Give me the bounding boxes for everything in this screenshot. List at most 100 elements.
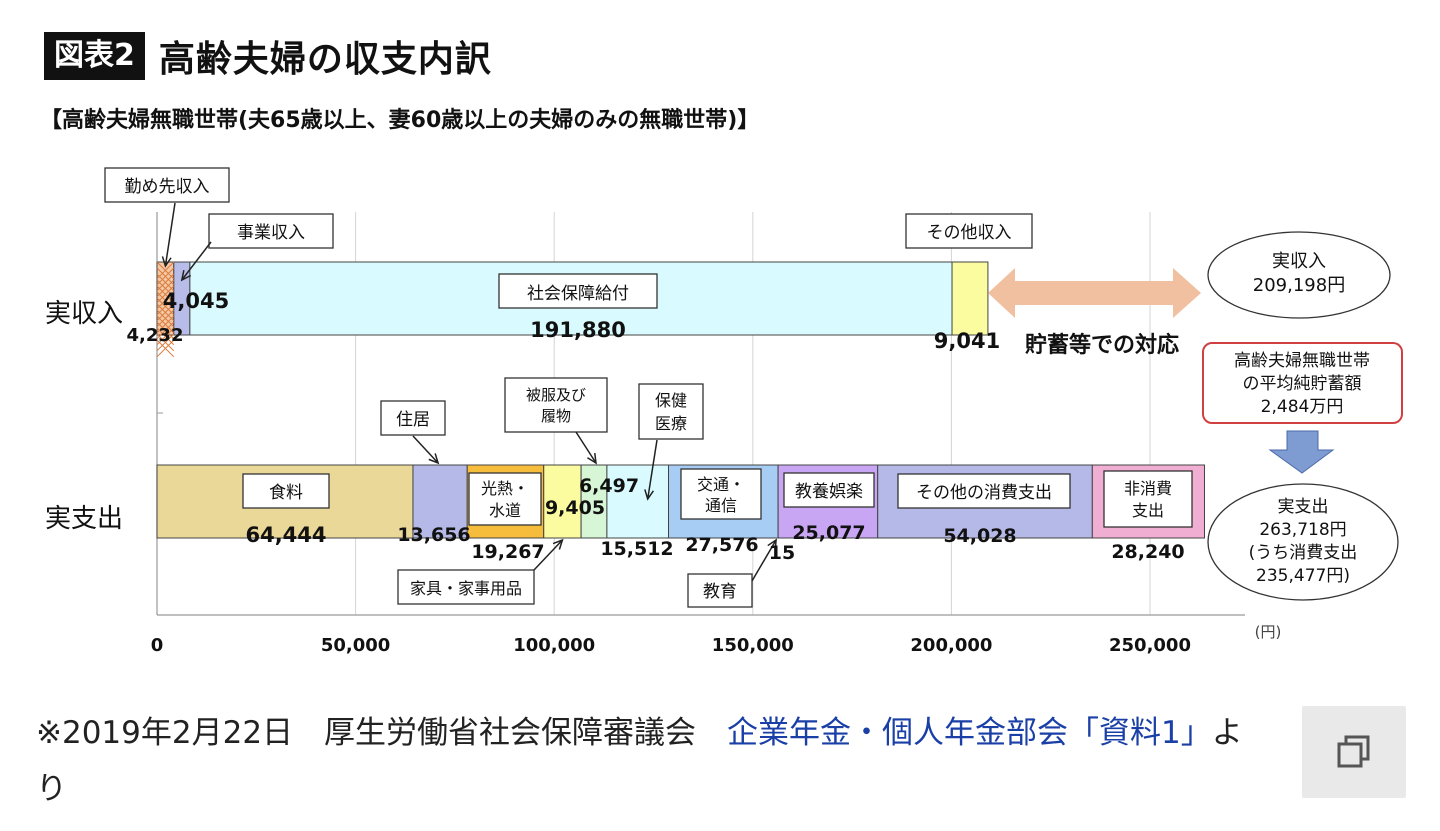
callout-arrow-head	[767, 538, 777, 551]
bar-segment	[580, 464, 608, 539]
segment-name-label: 医療	[655, 414, 687, 433]
callout-box	[397, 569, 535, 605]
segment-name-label: 履物	[541, 407, 571, 425]
x-tick-label: 100,000	[513, 635, 595, 656]
gap-text: 貯蓄等での対応	[1025, 332, 1179, 358]
down-arrow	[1268, 430, 1335, 474]
callout-arrow-head	[161, 256, 172, 268]
segment-name-label: 勤め先収入	[125, 177, 210, 197]
source-note: ※2019年2月22日 厚生労働省社会保障審議会 企業年金・個人年金部会「資料1…	[36, 705, 1266, 817]
hatch-line	[156, 333, 175, 352]
hatch-line	[156, 267, 175, 286]
callout-box	[380, 400, 446, 436]
income-expense-chart: 0 50,000 100,000 150,000 200,000 250,000 (円) 実収…	[45, 167, 1403, 656]
hatch-line	[156, 297, 175, 316]
hatch-line	[156, 309, 175, 328]
segment-name-label: 支出	[1132, 501, 1164, 520]
bar-segment	[543, 464, 582, 539]
bar-segment	[951, 261, 989, 336]
source-suffix: より	[36, 715, 1243, 807]
hatch-line	[156, 273, 175, 292]
segment-name-label: 水道	[489, 501, 521, 520]
callout-arrow-head	[644, 489, 655, 501]
callout-box	[638, 383, 704, 440]
figure-header: 図表2 高齢夫婦の収支内訳	[44, 30, 492, 82]
segment-value-label: 9,041	[934, 329, 1000, 353]
source-prefix: ※2019年2月22日 厚生労働省社会保障審議会	[36, 715, 728, 751]
segment-value-label: 15	[769, 542, 795, 564]
segment-value-label: 64,444	[245, 523, 326, 547]
callout-arrow	[181, 241, 212, 281]
callout-arrow-head	[428, 453, 440, 465]
copy-icon	[1337, 735, 1370, 768]
expense-total-line: 実支出	[1278, 497, 1329, 517]
segment-value-label: 15,512	[600, 538, 673, 560]
segment-name-label: 保健	[655, 391, 687, 410]
income-total-ellipse	[1207, 231, 1391, 319]
segment-name-box	[1103, 470, 1193, 528]
callout-arrow	[412, 435, 439, 464]
callout-arrow-head	[180, 270, 192, 282]
segment-value-label: 25,077	[792, 522, 865, 544]
segment-name-box	[783, 472, 875, 508]
segment-name-box	[468, 472, 542, 526]
segment-name-label: 教養娯楽	[795, 482, 863, 502]
segment-value-label: 27,576	[685, 534, 758, 556]
hatch-line	[156, 315, 175, 334]
segment-name-label: 事業収入	[237, 223, 305, 243]
savings-line: の平均純貯蓄額	[1243, 374, 1362, 394]
segment-name-label: 社会保障給付	[527, 284, 629, 304]
figure-subtitle: 【高齢夫婦無職世帯(夫65歳以上、妻60歳以上の夫婦のみの無職世帯)】	[40, 108, 760, 133]
hatch-line	[156, 327, 175, 346]
income-total-label: 実収入	[1272, 251, 1326, 272]
hatch-line	[156, 291, 175, 310]
bar-segment	[606, 464, 670, 539]
bar-segment	[412, 464, 468, 539]
copy-button[interactable]	[1302, 706, 1406, 798]
callout-arrow	[646, 439, 658, 500]
x-tick-label: 200,000	[910, 635, 992, 656]
segment-value-label: 4,045	[163, 289, 229, 313]
segment-name-label: 被服及び	[526, 386, 586, 404]
callout-arrow	[751, 539, 777, 582]
callout-arrow	[575, 431, 597, 464]
expense-total-line: (うち消費支出	[1249, 543, 1358, 563]
hatch-line	[156, 303, 175, 322]
segment-name-label: 光熱・	[481, 479, 529, 498]
x-tick-label: 250,000	[1109, 635, 1191, 656]
hatch-line	[156, 285, 175, 304]
hatch-line	[156, 261, 175, 280]
segment-name-label: 食料	[269, 483, 303, 503]
savings-box	[1202, 342, 1403, 424]
unit-label: (円)	[1255, 623, 1282, 641]
segment-name-label: 通信	[705, 496, 737, 515]
segment-name-label: 非消費	[1124, 479, 1172, 498]
segment-name-label: 住居	[396, 410, 430, 430]
row-label: 実支出	[45, 504, 123, 534]
segment-name-label: その他収入	[927, 223, 1012, 243]
segment-name-label: 家具・家事用品	[410, 579, 522, 598]
segment-name-label: 交通・	[697, 475, 745, 494]
callout-box	[687, 573, 753, 608]
income-total-value: 209,198円	[1253, 275, 1345, 296]
callout-box	[905, 213, 1033, 249]
segment-value-label: 9,405	[545, 497, 605, 519]
gap-double-arrow	[988, 268, 1201, 318]
expense-total-ellipse	[1207, 483, 1399, 601]
segment-value-label: 191,880	[530, 318, 626, 342]
x-tick-label: 50,000	[321, 635, 390, 656]
segment-value-label: 4,232	[127, 325, 184, 346]
savings-line: 高齢夫婦無職世帯	[1234, 351, 1370, 371]
x-tick-label: 150,000	[712, 635, 794, 656]
savings-line: 2,484万円	[1261, 397, 1344, 417]
hatch-line	[156, 339, 175, 358]
segment-value-label: 13,656	[397, 524, 470, 546]
x-tick-label: 0	[151, 635, 164, 656]
segment-name-label: その他の消費支出	[916, 483, 1052, 503]
segment-name-box	[897, 473, 1071, 509]
segment-name-box	[498, 273, 658, 309]
callout-box	[104, 167, 230, 203]
segment-value-label: 54,028	[943, 525, 1016, 547]
hatch-line	[156, 321, 175, 340]
source-link[interactable]: 企業年金・個人年金部会「資料1」	[727, 715, 1212, 751]
